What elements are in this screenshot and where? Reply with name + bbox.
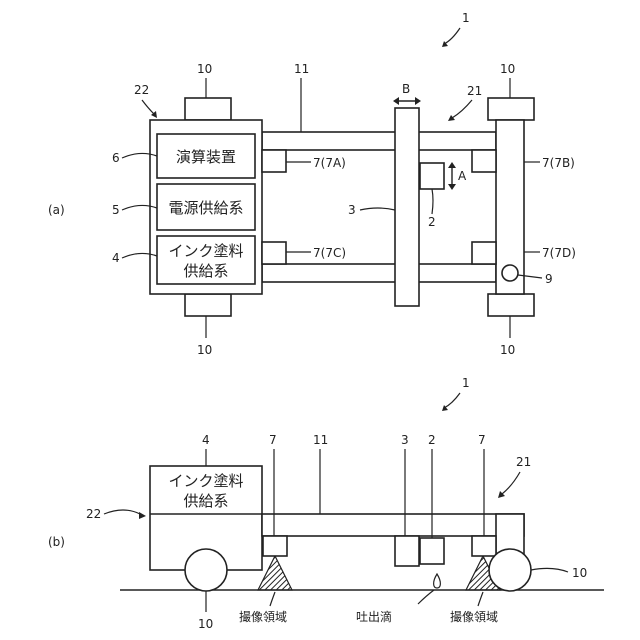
wheel-10-top-right: [488, 98, 534, 120]
label-A: A: [458, 169, 467, 183]
caption-discharge-drop: 吐出滴: [356, 609, 392, 624]
caption-imaging-area-left: 撮像領域: [239, 609, 287, 624]
label-3-side: 3: [401, 433, 409, 447]
sensor-7B: [472, 150, 496, 172]
sensor-7D: [472, 242, 496, 264]
print-head-bar-3-side: [395, 536, 419, 566]
text-ink-supply-line1: インク塗料: [168, 242, 243, 260]
label-assembly-1-top: 1: [462, 11, 470, 25]
leader-imaging-right: [478, 592, 483, 606]
figure-a: 1 10 10 10 10 11 21 3 B: [48, 11, 576, 357]
label-21: 21: [467, 84, 482, 98]
wheel-10-bottom-left: [185, 294, 231, 316]
print-head-2-side: [420, 538, 444, 564]
sensor-7A: [262, 150, 286, 172]
label-10-bottom-right: 10: [500, 343, 515, 357]
label-7-side-right: 7: [478, 433, 486, 447]
label-21-side: 21: [516, 455, 531, 469]
label-10-top-right: 10: [500, 62, 515, 76]
imaging-area-left: [258, 556, 292, 590]
fig-label-a: (a): [48, 203, 65, 217]
frame-beam-side: [262, 514, 524, 536]
text-ink-supply-side-line1: インク塗料: [168, 472, 243, 490]
label-2: 2: [428, 215, 436, 229]
print-head-bar-3: [395, 108, 419, 306]
label-3: 3: [348, 203, 356, 217]
leader-imaging-left: [270, 592, 275, 606]
leader-assembly-1-bottom: [444, 393, 460, 408]
arrow-b-right: [415, 97, 421, 105]
label-4-side: 4: [202, 433, 210, 447]
label-10-bottom-left: 10: [197, 343, 212, 357]
label-10-top-left: 10: [197, 62, 212, 76]
label-11-side: 11: [313, 433, 328, 447]
frame-rail-top: [262, 132, 496, 150]
print-head-2: [420, 163, 444, 189]
text-ink-supply-line2: 供給系: [183, 262, 228, 280]
arrow-a-down: [448, 184, 456, 190]
label-7D: 7(7D): [542, 246, 576, 260]
wheel-10-side-right: [489, 549, 531, 591]
arrow-21: [448, 115, 455, 121]
text-power-supply: 電源供給系: [168, 199, 243, 217]
label-10-side-right: 10: [572, 566, 587, 580]
leader-2: [432, 189, 433, 214]
wheel-10-side-left: [185, 549, 227, 591]
label-7C: 7(7C): [313, 246, 346, 260]
figure-b: 1 (b) インク塗料 供給系 4 22 11 21 7 7: [48, 376, 604, 631]
sensor-7C: [262, 242, 286, 264]
leader-22: [142, 100, 154, 114]
text-ink-supply-side-line2: 供給系: [183, 492, 228, 510]
label-6: 6: [112, 151, 120, 165]
leader-10-side-right: [531, 568, 568, 572]
leader-21: [452, 100, 472, 118]
label-7A: 7(7A): [313, 156, 346, 170]
leader-3: [360, 208, 395, 210]
label-7B: 7(7B): [542, 156, 575, 170]
arrow-22-side: [139, 512, 146, 519]
wheel-10-bottom-right: [488, 294, 534, 316]
fig-label-b: (b): [48, 535, 65, 549]
arrow-b-left: [393, 97, 399, 105]
frame-post-side: [496, 514, 524, 554]
text-computing-device: 演算装置: [176, 148, 236, 166]
ink-drop: [434, 574, 441, 588]
leader-assembly-1-top: [444, 28, 460, 44]
sensor-7-side-right: [472, 536, 496, 556]
label-B: B: [402, 82, 410, 96]
frame-rail-bottom: [262, 264, 496, 282]
label-22-side: 22: [86, 507, 101, 521]
label-10-side-left: 10: [198, 617, 213, 631]
label-assembly-1-bottom: 1: [462, 376, 470, 390]
marker-9: [502, 265, 518, 281]
sensor-7-side-left: [263, 536, 287, 556]
label-22: 22: [134, 83, 149, 97]
wheel-10-top-left: [185, 98, 231, 120]
label-9: 9: [545, 272, 553, 286]
leader-22-side: [104, 510, 140, 514]
label-4: 4: [112, 251, 120, 265]
leader-ink-drop: [418, 590, 434, 604]
arrow-a-up: [448, 162, 456, 168]
label-2-side: 2: [428, 433, 436, 447]
caption-imaging-area-right: 撮像領域: [450, 609, 498, 624]
label-11: 11: [294, 62, 309, 76]
leader-21-side: [502, 472, 520, 494]
label-7-side-left: 7: [269, 433, 277, 447]
label-5: 5: [112, 203, 120, 217]
